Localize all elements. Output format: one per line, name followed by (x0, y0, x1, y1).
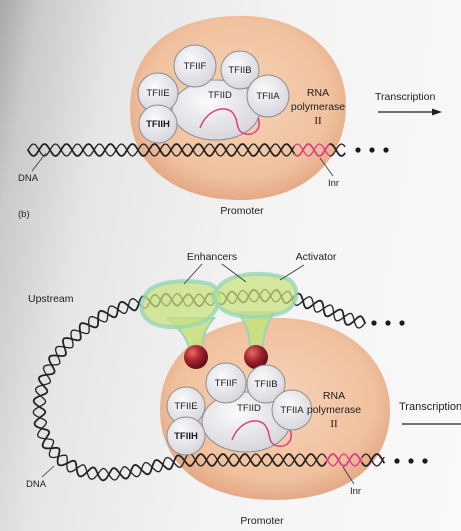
inr-leader-b (342, 466, 355, 485)
activation-domain (244, 345, 268, 369)
tfiie-label: TFIIE (146, 88, 169, 99)
tfiib-factor (246, 364, 286, 404)
dna-b-inr-segment (325, 453, 364, 467)
annotations (31, 108, 461, 485)
dot (383, 147, 389, 153)
dna-a-strand (329, 143, 346, 157)
enhancers-leader-left (183, 263, 203, 285)
tfiib-factor (220, 50, 260, 90)
tfiih-label: TFIIH (174, 431, 198, 442)
dna-label-b: DNA (26, 479, 47, 490)
general-factors-b (166, 362, 313, 456)
tfiif-factor (173, 44, 217, 88)
dna-leader-a (31, 152, 47, 172)
labels-b: (b) Enhancers Activator Upstream TFIIF T… (18, 209, 361, 527)
tfiih-factor (166, 416, 206, 456)
tfiid-dna-contact (231, 420, 292, 447)
general-factors-a (137, 44, 290, 144)
transcription-arrowhead-a (432, 108, 442, 116)
dna-continuation-dots-a (355, 147, 389, 153)
tfiid-label: TFIID (237, 403, 261, 414)
polymerase-label-line3: II (314, 115, 322, 127)
dna-b-strand (361, 453, 385, 467)
activator-leader (279, 264, 305, 281)
polymerase-label-line1: RNA (307, 87, 329, 99)
dot (399, 320, 405, 326)
dot (385, 320, 391, 326)
dna-a-strand (27, 143, 296, 157)
dna-b-inr-segment (325, 453, 364, 467)
tfiid-label: TFIID (208, 90, 232, 101)
dot (369, 147, 375, 153)
activator-left (139, 279, 222, 369)
dna-label-a: DNA (18, 173, 39, 184)
tfiia-label: TFIIA (256, 91, 280, 102)
tfiif-label: TFIIF (184, 61, 207, 72)
dna-continuation-dots-upstream (371, 320, 405, 326)
tfiih-label: TFIIH (146, 119, 170, 130)
transcription-label-b: Transcription (399, 401, 461, 413)
dot (394, 458, 400, 464)
polymerase-label-line3: II (330, 418, 338, 430)
dna-a-inr-segment (293, 143, 332, 157)
tfiib-label: TFIIB (254, 379, 277, 390)
tfiid-dna-contact (199, 108, 260, 135)
activator-binding-domain (211, 271, 299, 319)
activator-label: Activator (296, 251, 337, 263)
dna-a-strand (27, 143, 296, 157)
upstream-label: Upstream (28, 293, 74, 305)
dot (371, 320, 377, 326)
tfiie-label: TFIIE (174, 401, 197, 412)
tfiif-factor (205, 362, 247, 404)
dot (355, 147, 361, 153)
tfiia-factor (271, 389, 313, 431)
dna-a-strand (329, 143, 346, 157)
activator-binding-domain (139, 279, 222, 330)
inr-label-b: Inr (350, 486, 361, 497)
polymerase-label-line1: RNA (323, 390, 345, 402)
dot (408, 458, 414, 464)
promoter-label-b: Promoter (240, 515, 284, 527)
tfiif-label: TFIIF (215, 378, 238, 389)
inr-label-a: Inr (328, 178, 339, 189)
panel-letter-b: (b) (18, 209, 30, 220)
activator-right (211, 271, 299, 369)
tfiib-label: TFIIB (228, 65, 251, 76)
dna-leader-b (41, 465, 55, 478)
polymerase-label-line2: polymerase (307, 404, 361, 416)
dna-a-inr-segment (293, 143, 332, 157)
dna-b-strand (361, 453, 385, 467)
tfiia-label: TFIIA (280, 405, 304, 416)
transcription-label-a: Transcription (375, 91, 435, 103)
enhancers-leader-right (221, 263, 247, 283)
dna-continuation-dots-b (394, 458, 428, 464)
enhancers-label: Enhancers (187, 251, 237, 263)
activation-domain (184, 345, 208, 369)
tfiia-factor (246, 74, 290, 118)
dot (422, 458, 428, 464)
tfiih-factor (138, 104, 178, 144)
polymerase-label-line2: polymerase (291, 101, 345, 113)
promoter-label-a: Promoter (220, 205, 264, 217)
labels-a: TFIIF TFIIB TFIIE TFIID TFIIA TFIIH RNA … (18, 61, 435, 217)
inr-leader-a (319, 157, 334, 177)
